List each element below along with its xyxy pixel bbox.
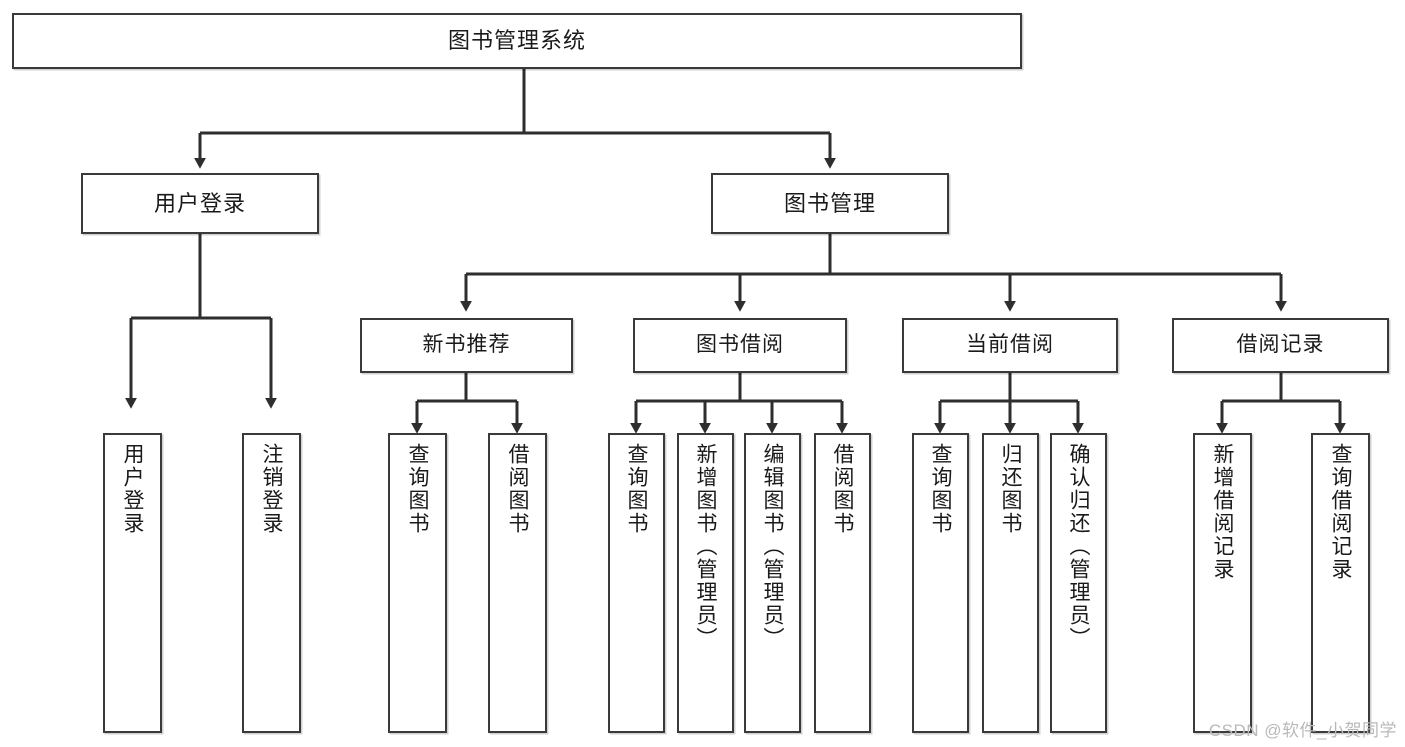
- leaf-query-book-1-label: 查询图书: [406, 443, 429, 535]
- node-user-login[interactable]: 用户登录: [81, 173, 319, 234]
- leaf-borrow-book-2[interactable]: 借阅图书: [814, 433, 871, 733]
- leaf-add-book-admin-label: 新增图书（管理员）: [694, 443, 717, 650]
- node-book-borrow-label: 图书借阅: [696, 333, 784, 357]
- leaf-logout-login-label: 注销登录: [260, 443, 283, 535]
- leaf-add-borrow-record[interactable]: 新增借阅记录: [1193, 433, 1252, 733]
- leaf-edit-book-admin-label: 编辑图书（管理员）: [761, 443, 784, 650]
- leaf-logout-login[interactable]: 注销登录: [242, 433, 301, 733]
- leaf-query-borrow-record[interactable]: 查询借阅记录: [1311, 433, 1370, 733]
- leaf-query-book-2[interactable]: 查询图书: [608, 433, 665, 733]
- leaf-query-borrow-record-label: 查询借阅记录: [1329, 443, 1352, 581]
- leaf-query-book-3[interactable]: 查询图书: [912, 433, 969, 733]
- node-current-borrow[interactable]: 当前借阅: [902, 318, 1118, 373]
- leaf-query-book-3-label: 查询图书: [929, 443, 952, 535]
- leaf-return-book[interactable]: 归还图书: [982, 433, 1039, 733]
- node-book-manage-label: 图书管理: [783, 190, 876, 216]
- leaf-confirm-return-admin[interactable]: 确认归还（管理员）: [1050, 433, 1107, 733]
- leaf-query-book-1[interactable]: 查询图书: [388, 433, 447, 733]
- node-root-label: 图书管理系统: [447, 28, 586, 54]
- node-book-borrow[interactable]: 图书借阅: [633, 318, 847, 373]
- node-book-manage[interactable]: 图书管理: [711, 173, 949, 234]
- node-current-borrow-label: 当前借阅: [966, 333, 1054, 357]
- leaf-user-login[interactable]: 用户登录: [103, 433, 162, 733]
- node-root[interactable]: 图书管理系统: [12, 13, 1022, 69]
- leaf-borrow-book-1-label: 借阅图书: [506, 443, 529, 535]
- leaf-confirm-return-admin-label: 确认归还（管理员）: [1067, 443, 1090, 650]
- leaf-query-book-2-label: 查询图书: [625, 443, 648, 535]
- node-new-book-recommend-label: 新书推荐: [422, 333, 511, 357]
- csdn-watermark: CSDN @软件_小贺同学: [1208, 721, 1397, 740]
- leaf-borrow-book-1[interactable]: 借阅图书: [488, 433, 547, 733]
- node-new-book-recommend[interactable]: 新书推荐: [360, 318, 573, 373]
- node-borrow-record[interactable]: 借阅记录: [1172, 318, 1389, 373]
- leaf-edit-book-admin[interactable]: 编辑图书（管理员）: [744, 433, 801, 733]
- leaf-add-book-admin[interactable]: 新增图书（管理员）: [677, 433, 734, 733]
- leaf-borrow-book-2-label: 借阅图书: [831, 443, 854, 535]
- leaf-user-login-label: 用户登录: [121, 443, 144, 535]
- node-borrow-record-label: 借阅记录: [1236, 333, 1325, 357]
- leaf-return-book-label: 归还图书: [999, 443, 1022, 535]
- node-user-login-label: 用户登录: [153, 190, 246, 216]
- leaf-add-borrow-record-label: 新增借阅记录: [1211, 443, 1234, 581]
